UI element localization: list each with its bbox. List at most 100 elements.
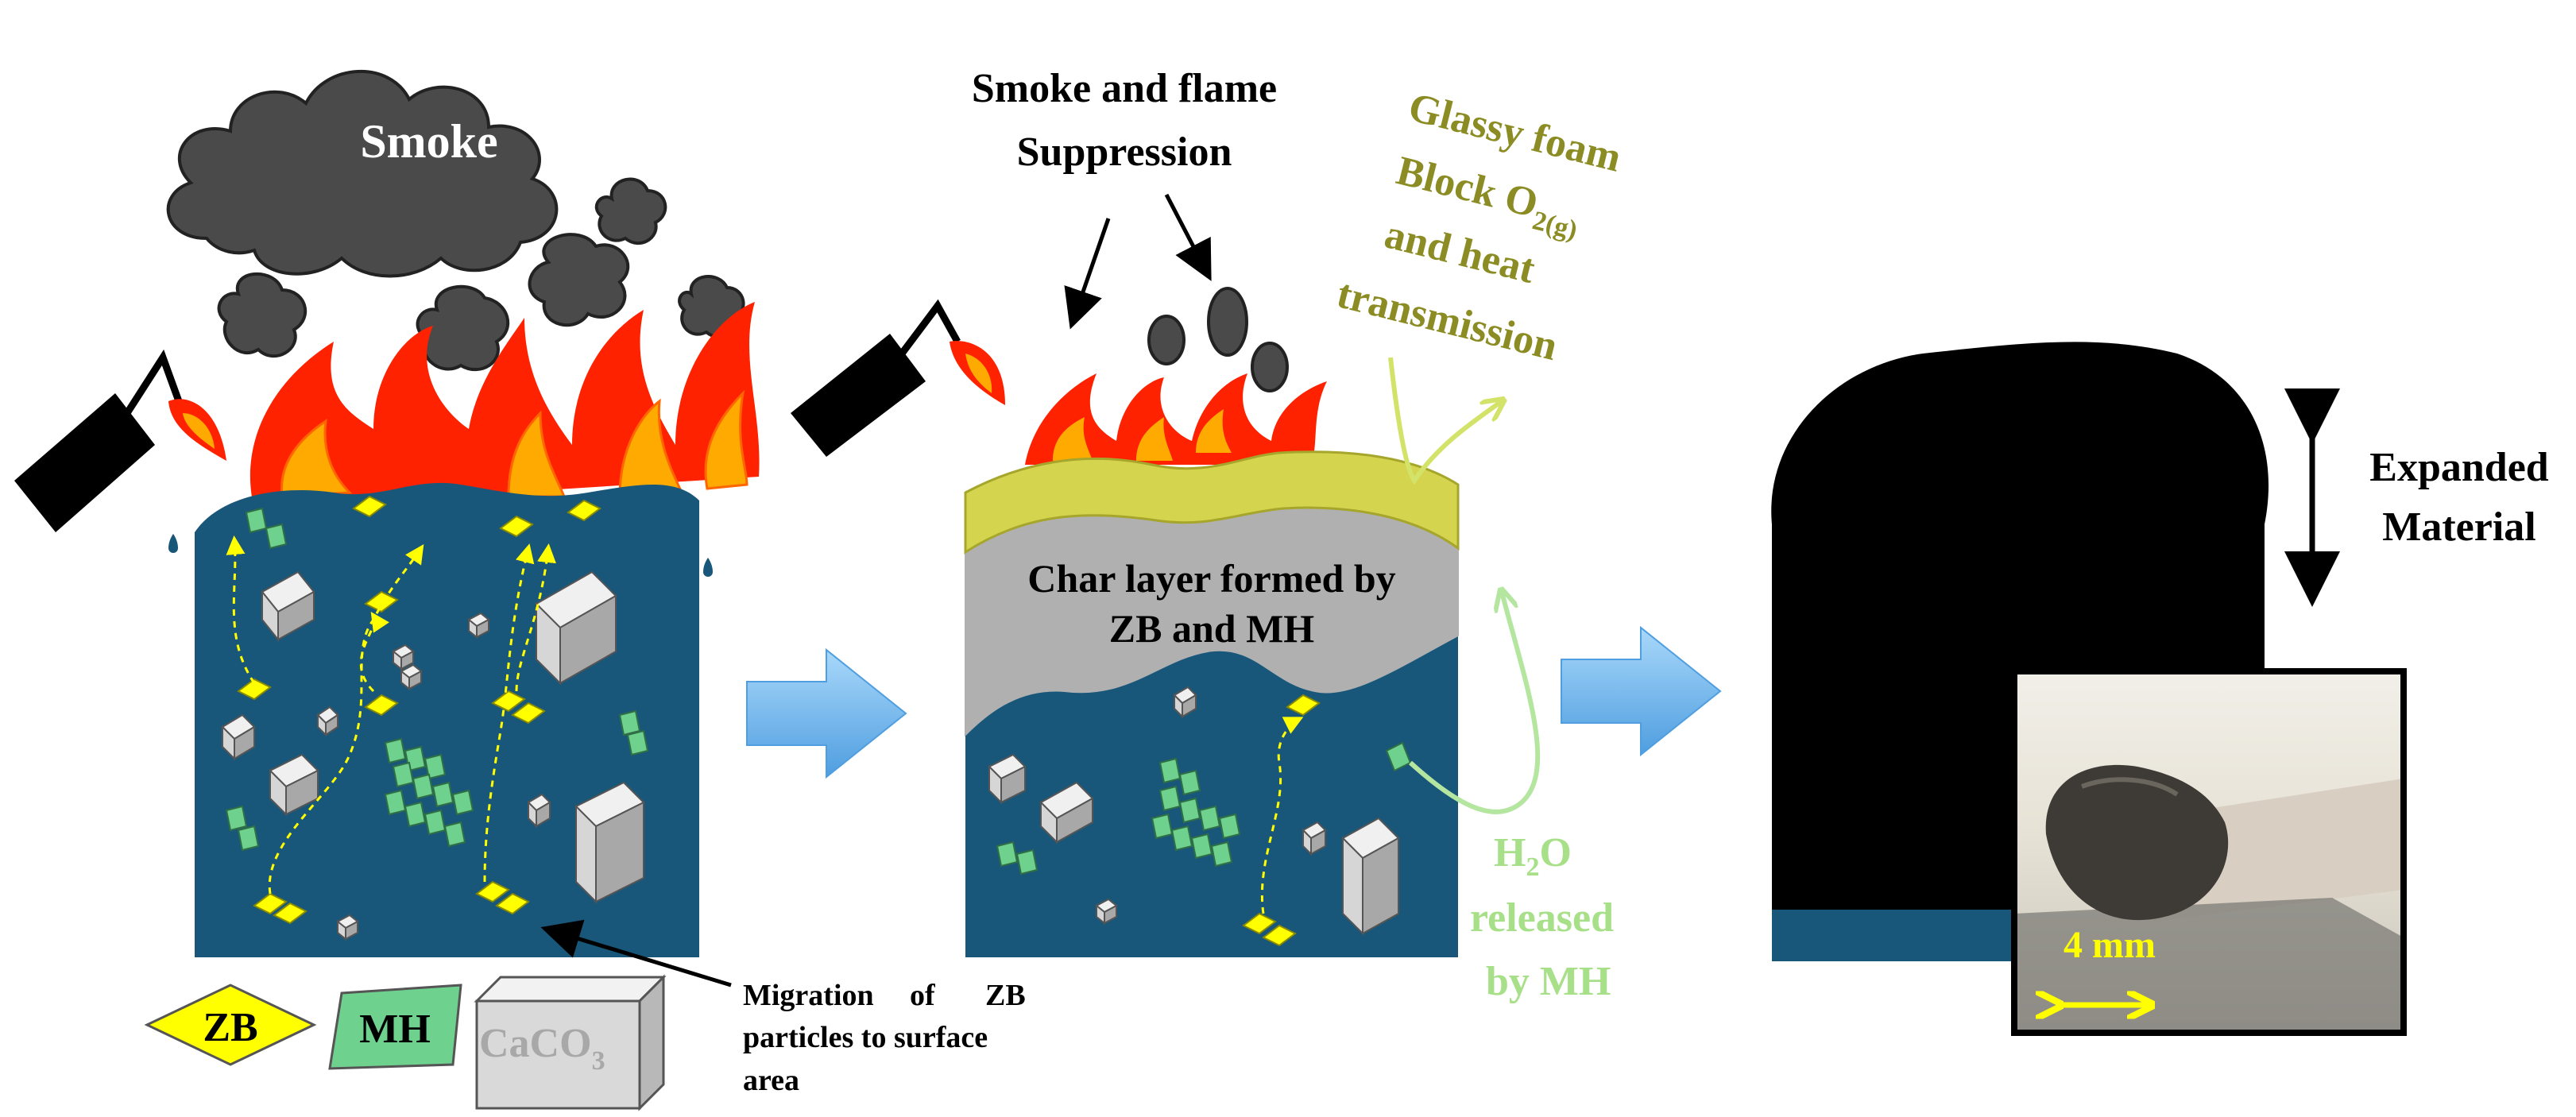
caco3-particle — [988, 753, 1027, 805]
legend-zb-label: ZB — [203, 1005, 257, 1050]
caco3-particle — [1095, 898, 1118, 926]
panel-3-expanded-material: Expanded Material 4 mm — [1771, 342, 2549, 1036]
mh-particle — [265, 523, 288, 550]
mh-particle — [1158, 757, 1182, 784]
mh-particle — [1178, 769, 1201, 796]
flame — [1025, 373, 1327, 465]
mh-particle — [626, 729, 649, 756]
caco3-particle — [400, 663, 423, 691]
caco3-particle — [269, 753, 319, 817]
smoke-puff — [217, 272, 307, 358]
zb-particle — [1242, 912, 1277, 935]
smoke-puff — [1207, 287, 1248, 357]
mh-particle — [1158, 785, 1182, 812]
caco3-particle — [1173, 686, 1197, 719]
zb-particle — [495, 892, 530, 915]
caco3-particle — [336, 914, 359, 941]
migration-word-3: ZB — [985, 979, 1026, 1012]
flames — [249, 302, 760, 508]
mh-particle — [1151, 813, 1174, 840]
char-layer-label-line-1: Char layer formed by — [1027, 556, 1395, 601]
mh-particle — [1210, 841, 1233, 868]
torch-body — [791, 334, 926, 457]
legend-caco3: CaCO3 — [474, 974, 667, 1111]
caco3-particle — [467, 612, 490, 640]
zb-particle — [491, 690, 526, 713]
glassy-foam-layer — [964, 450, 1460, 555]
caco3-particle — [574, 781, 645, 904]
h2o-release-arrow — [1408, 592, 1541, 814]
suppression-label-line-2: Suppression — [1017, 129, 1232, 175]
zb-particle — [364, 590, 399, 613]
caco3-particle — [527, 793, 551, 829]
glassy-foam-arrow — [1388, 357, 1502, 485]
process-arrow-2 — [1561, 625, 1722, 757]
zb-particle — [364, 694, 399, 717]
migration-path — [359, 611, 389, 693]
mh-particle — [1190, 833, 1213, 860]
smoke-puff — [594, 177, 667, 245]
mh-particle — [424, 753, 447, 780]
migration-word-2: of — [910, 979, 936, 1012]
mh-particle — [424, 809, 447, 836]
flame-inner — [704, 389, 748, 490]
mh-particle — [431, 781, 454, 808]
legend: ZB MH CaCO3 — [144, 974, 667, 1111]
expanded-label-line-1: Expanded — [2369, 445, 2549, 490]
mh-particle — [245, 507, 268, 534]
zb-particles — [1242, 694, 1321, 947]
zb-particle — [1262, 924, 1297, 947]
panel-2-char-formation: Smoke and flame Suppression Glassy foam … — [791, 66, 1626, 1004]
droplet — [683, 502, 693, 521]
photo-char-highlight — [2080, 777, 2179, 797]
zb-particle — [475, 880, 510, 903]
legend-mh-shape — [328, 984, 462, 1070]
mh-particle — [1198, 805, 1221, 832]
smoke-cloud — [166, 70, 559, 278]
torch-nozzle — [899, 299, 961, 356]
caco3-particle — [316, 705, 339, 737]
migration-path — [483, 543, 535, 883]
migration-caption: Migration of ZB particles to surface are… — [743, 979, 1026, 1097]
caco3-particle — [1341, 817, 1400, 936]
mh-particle — [443, 821, 466, 848]
caco3-particles — [988, 686, 1400, 936]
h2o-formula: H2O — [1494, 830, 1572, 882]
torch — [791, 299, 1005, 457]
mh-particle — [1218, 813, 1241, 840]
smoke-puff — [1251, 342, 1289, 392]
zb-migration-paths — [226, 535, 556, 895]
char-layer-label-line-2: ZB and MH — [1109, 606, 1315, 651]
torch — [14, 349, 226, 532]
legend-zb: ZB — [144, 984, 317, 1066]
migration-path — [268, 544, 424, 895]
zb-particle — [511, 702, 546, 725]
caco3-particle — [392, 644, 415, 671]
scale-bar-label: 4 mm — [2064, 924, 2156, 966]
zb-particles — [237, 495, 601, 925]
smoke-puff — [1147, 315, 1186, 365]
flames-small — [1025, 373, 1327, 465]
mh-particle — [618, 709, 641, 736]
mh-particle — [1178, 797, 1201, 824]
mh-particle — [225, 805, 248, 832]
released-label: released — [1470, 895, 1614, 941]
mh-particle — [392, 761, 415, 788]
suppression-label-line-1: Smoke and flame — [972, 66, 1277, 111]
migration-path — [226, 535, 256, 684]
mh-particle — [412, 773, 435, 800]
mh-particle — [404, 801, 427, 828]
flame-inner — [1196, 409, 1232, 453]
migration-word-1: Migration — [743, 979, 874, 1012]
suppression-arrow — [1164, 193, 1212, 281]
legend-mh-label: MH — [359, 1007, 431, 1052]
photo-char-residue — [2045, 764, 2229, 921]
mh-particle — [384, 737, 407, 764]
caco3-particle — [1039, 781, 1094, 845]
svg-text:and heat: and heat — [1380, 211, 1540, 292]
zb-particle — [237, 678, 272, 701]
zb-particle — [273, 902, 307, 925]
caco3-particles — [221, 570, 645, 941]
caco3-particle — [535, 570, 617, 686]
migration-path — [1260, 717, 1304, 914]
